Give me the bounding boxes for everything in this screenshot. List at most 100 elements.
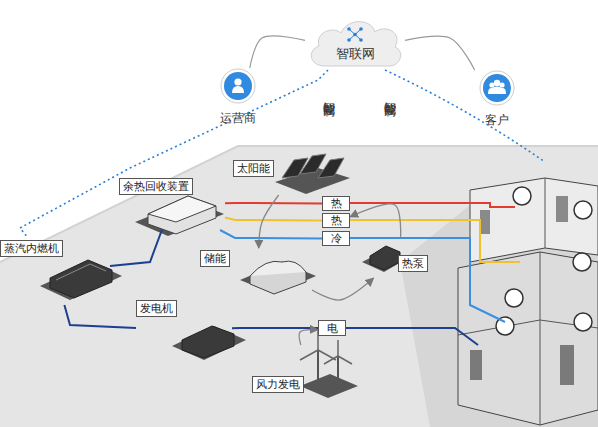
building-window (560, 345, 574, 385)
storage-roof (250, 261, 306, 276)
node-text: 电 (327, 321, 338, 336)
person-body (232, 86, 244, 93)
equipment-platform (240, 262, 316, 294)
equipment-platform (172, 326, 246, 360)
power-line (346, 328, 478, 345)
equipment-label: 余热回收装置 (119, 178, 193, 195)
flow-connector (350, 204, 401, 238)
building (458, 178, 598, 425)
appliance-icon (574, 313, 592, 331)
ground-edge (0, 146, 598, 262)
building-upper-floor (470, 178, 598, 262)
ground-plane (0, 146, 598, 427)
node-text: 客户 (462, 113, 532, 128)
energy-tag: 冷 (322, 231, 350, 246)
turbine-blades (324, 340, 352, 364)
network-icon-node (347, 38, 351, 42)
heat-line (350, 203, 515, 207)
person-body (488, 87, 506, 95)
building-window (470, 350, 482, 380)
flow-connector (110, 230, 162, 266)
role-circle-shape (474, 70, 520, 108)
control-link (20, 70, 328, 238)
engine-body (50, 260, 112, 298)
solar-illustration (275, 154, 350, 194)
person-icon (232, 78, 244, 93)
flow-connector (64, 305, 136, 328)
heat-pump-unit (370, 246, 400, 270)
role-circle (483, 74, 511, 102)
flow-connector (405, 36, 475, 70)
flow-connector (259, 195, 279, 248)
building-window (480, 210, 490, 234)
equipment-unit: 蒸汽内燃机 (0, 238, 110, 305)
cold-line (350, 238, 505, 322)
equipment-platform (300, 374, 358, 398)
appliance-icon (573, 253, 591, 271)
equipment-label: 热泵 (398, 255, 428, 272)
person-head (234, 78, 241, 85)
role-icon: 客户 (474, 70, 520, 128)
storage-building (250, 262, 306, 294)
control-line (385, 70, 545, 162)
heat-recovery-top (148, 196, 216, 222)
equipment-unit: 太阳能 (230, 155, 352, 195)
appliance-icon (513, 187, 531, 205)
engine-detail (56, 264, 106, 280)
equipment-unit: 风力发电 (250, 345, 355, 398)
equipment-unit: 发电机 (136, 300, 232, 360)
heat-line (350, 220, 520, 262)
cloud-shape (305, 16, 405, 70)
engine-illustration (40, 260, 122, 300)
flow-connector (299, 330, 318, 345)
node-text: 热 (331, 196, 342, 211)
storage-illustration (240, 261, 316, 294)
person-icon (488, 80, 506, 94)
flow-connector (232, 327, 318, 329)
network-icon-node (353, 33, 357, 37)
turbine-tower (317, 350, 319, 386)
role-circle-ring (480, 71, 514, 105)
building-window (556, 196, 568, 222)
equipment-label: 太阳能 (233, 160, 274, 177)
heat-recovery-body (148, 196, 216, 234)
network-icon-node (347, 27, 351, 31)
equipment-label: 储能 (200, 250, 230, 267)
connectors (20, 36, 475, 345)
energy-tag: 热 (322, 213, 350, 228)
generator-body (182, 326, 234, 358)
equipment-unit: 余热回收装置 (118, 178, 225, 230)
node-text: 热 (331, 213, 342, 228)
network-icon-node (359, 27, 363, 31)
building-lower-floor (458, 252, 598, 425)
node-text: 冷 (331, 231, 342, 246)
connector-label: 智能控制 (322, 92, 335, 96)
role-circle-ring (221, 69, 255, 103)
flow-connector (225, 217, 322, 220)
appliance-icon (505, 289, 523, 307)
control-label: 智能控制 (383, 92, 396, 96)
flow-connector (312, 278, 374, 300)
solar-panel (318, 158, 344, 178)
node-text: 运营商 (202, 111, 274, 126)
node-text: 智联网 (305, 46, 405, 61)
network-cloud: 智联网 (305, 16, 405, 70)
energy-tag: 电 (318, 320, 346, 336)
building-wall (540, 252, 541, 425)
equipment-label: 蒸汽内燃机 (0, 240, 63, 257)
turbine-tower (337, 356, 339, 384)
role-circle-shape (214, 68, 262, 106)
heat-recovery-illustration (135, 196, 224, 236)
building-wall (545, 178, 546, 248)
person-head (494, 80, 500, 86)
generator-illustration (172, 326, 246, 360)
role-icon: 运营商 (214, 68, 262, 126)
energy-tag: 热 (322, 196, 350, 211)
flow-connector (220, 230, 322, 238)
equipment-label: 发电机 (136, 300, 177, 317)
